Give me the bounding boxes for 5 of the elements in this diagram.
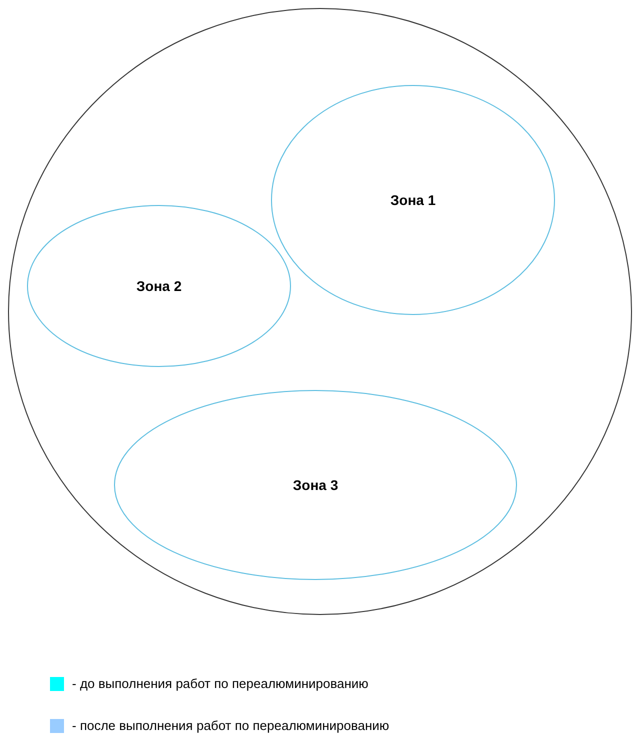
legend-text: - после выполнения работ по переалюминированию — [72, 718, 390, 733]
zone-label: Зона 2 — [136, 278, 182, 294]
zone-label: Зона 1 — [390, 192, 436, 208]
legend-text: - до выполнения работ по переалюминированию — [72, 676, 368, 691]
zone-label: Зона 3 — [292, 477, 338, 493]
